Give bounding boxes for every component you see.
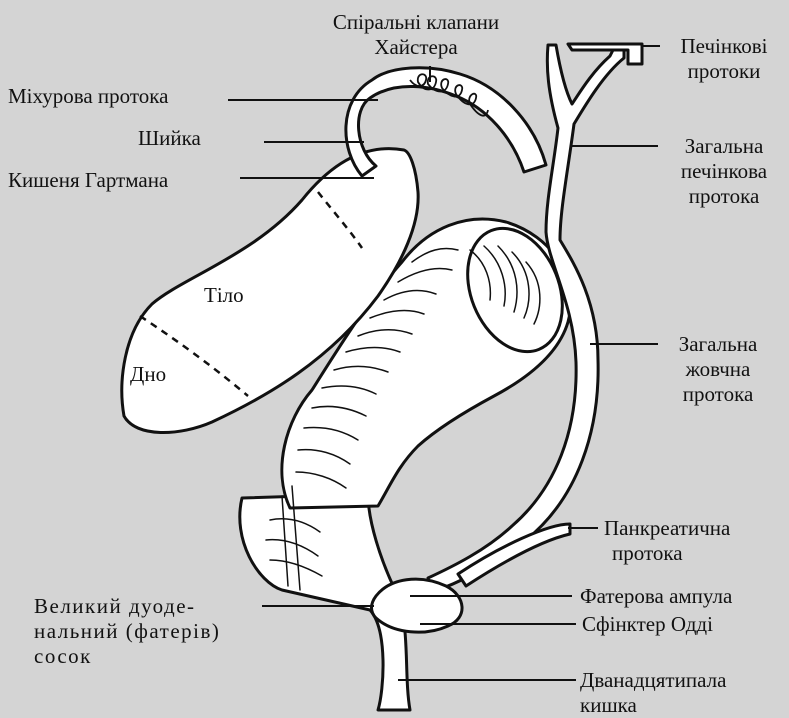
- label-pancreatic-duct: Панкреатична протока: [604, 516, 730, 566]
- label-common-hepatic-duct: Загальна печінкова протока: [662, 134, 786, 209]
- label-hartmann-pouch: Кишеня Гартмана: [8, 168, 168, 193]
- label-major-papilla: Великий дуоде- нальний (фатерів) сосок: [34, 594, 220, 669]
- label-duodenum: Дванадцятипала кишка: [580, 668, 726, 718]
- label-common-bile-duct: Загальна жовчна протока: [662, 332, 774, 407]
- label-spiral-valves: Спіральні клапани Хайстера: [296, 10, 536, 60]
- label-body: Тіло: [204, 283, 244, 308]
- label-hepatic-ducts: Печінкові протоки: [662, 34, 786, 84]
- label-oddi-sphincter: Сфінктер Одді: [582, 612, 713, 637]
- label-neck: Шийка: [138, 126, 201, 151]
- label-fundus: Дно: [130, 362, 166, 387]
- label-cystic-duct: Міхурова протока: [8, 84, 168, 109]
- label-vater-ampulla: Фатерова ампула: [580, 584, 732, 609]
